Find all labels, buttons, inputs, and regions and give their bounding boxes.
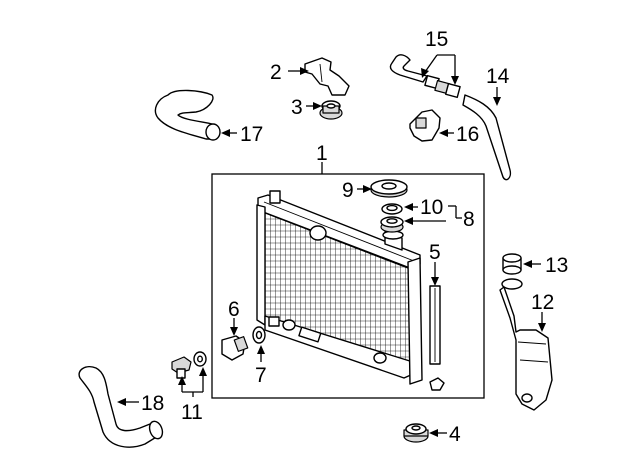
side-seal-strip	[429, 285, 441, 365]
callout-15: 15	[425, 28, 448, 51]
callout-7: 7	[255, 364, 267, 387]
drain-washer	[252, 326, 266, 344]
callout-12: 12	[531, 291, 554, 314]
callout-10: 10	[420, 196, 443, 219]
callout-2: 2	[270, 61, 282, 84]
callout-17: 17	[240, 123, 263, 146]
callout-13: 13	[545, 254, 568, 277]
reservoir-cap	[502, 253, 522, 275]
upper-radiator-hose	[154, 89, 221, 141]
leader-lines	[117, 54, 546, 437]
callout-8: 8	[463, 208, 475, 231]
callout-5: 5	[429, 241, 441, 264]
callout-11: 11	[181, 401, 203, 424]
overflow-hose-connector	[389, 54, 461, 99]
grommet	[319, 100, 343, 120]
callout-18: 18	[141, 392, 164, 415]
filler-neck	[380, 216, 404, 233]
reservoir-hose	[462, 94, 512, 181]
mount-grommet	[403, 423, 429, 443]
lower-radiator-hose	[78, 366, 164, 448]
callout-3: 3	[291, 96, 303, 119]
coolant-reservoir	[499, 278, 553, 411]
callout-4: 4	[449, 423, 461, 446]
hose-bracket	[304, 57, 350, 96]
radiator-clip	[429, 377, 445, 391]
radiator-cap	[370, 179, 408, 198]
radiator	[256, 190, 423, 385]
radiator-assembly-box	[211, 173, 485, 399]
drain-plug	[221, 335, 249, 361]
hose-clamp-bracket	[409, 109, 441, 142]
callout-16: 16	[456, 123, 479, 146]
cap-seal	[381, 203, 403, 215]
callout-9: 9	[342, 179, 354, 202]
callout-6: 6	[228, 298, 240, 321]
bolt-and-washer	[171, 351, 207, 379]
callout-1: 1	[316, 142, 328, 165]
callout-14: 14	[486, 65, 510, 88]
